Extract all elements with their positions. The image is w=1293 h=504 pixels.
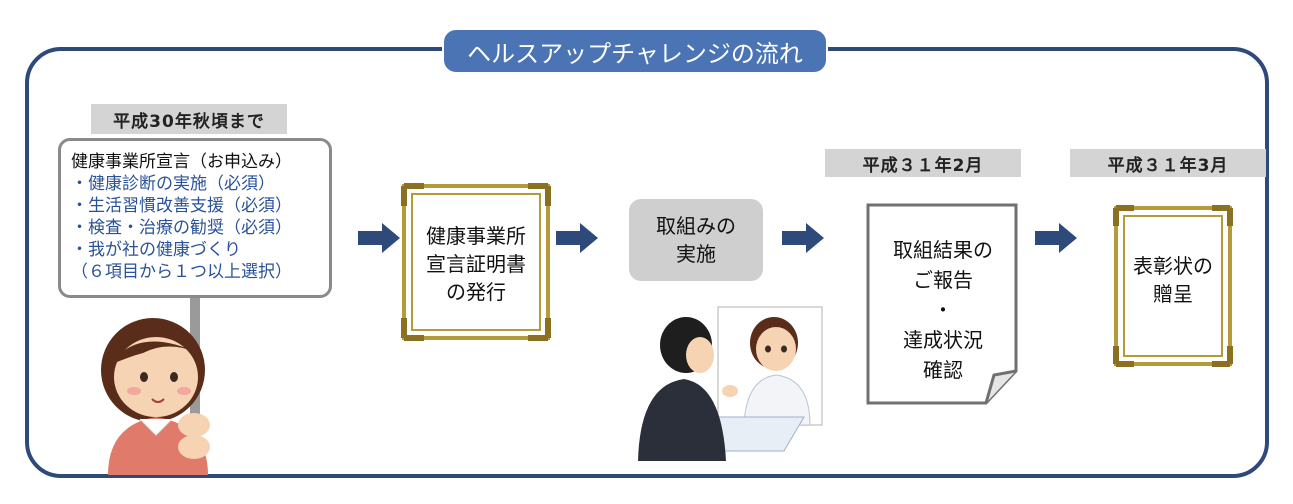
woman-face	[114, 337, 198, 417]
step1-sign-board: 健康事業所宣言（お申込み） ・健康診断の実施（必須） ・生活習慣改善支援（必須）…	[58, 138, 332, 298]
right-arrow-icon	[1035, 223, 1077, 253]
step3-line: 取組みの	[656, 214, 736, 238]
certificate-frame	[401, 183, 551, 341]
step4-text: 取組結果の ご報告 ・ 達成状況 確認	[870, 235, 1016, 385]
step3-line: 実施	[676, 242, 716, 266]
flow-title: ヘルスアップチャレンジの流れ	[442, 28, 828, 74]
right-arrow-icon	[556, 223, 598, 253]
step1-item: ・生活習慣改善支援（必須）	[71, 196, 292, 216]
step4-line: ご報告	[913, 268, 973, 292]
step4-line: ・	[933, 298, 953, 322]
step1-item: ・健康診断の実施（必須）	[71, 174, 275, 194]
step2-text: 健康事業所 宣言証明書 の発行	[410, 222, 542, 306]
report-document-icon	[866, 203, 1018, 405]
step3-box: 取組みの 実施	[629, 199, 763, 281]
step1-item: ・我が社の健康づくり	[71, 240, 241, 260]
step2-line: の発行	[446, 280, 506, 304]
step4-line: 取組結果の	[893, 238, 993, 262]
step2-line: 健康事業所	[426, 224, 526, 248]
step5-line: 贈呈	[1153, 282, 1193, 306]
step4-date-label: 平成３１年2月	[825, 149, 1021, 177]
step5-line: 表彰状の	[1133, 254, 1213, 278]
step5-text: 表彰状の 贈呈	[1112, 252, 1234, 308]
step1-item: ・検査・治療の勧奨（必須）	[71, 218, 292, 238]
step5-date-label: 平成３１年3月	[1070, 149, 1266, 177]
step4-line: 達成状況	[903, 328, 983, 352]
step1-heading: 健康事業所宣言（お申込み）	[71, 152, 292, 172]
step1-date-label: 平成30年秋頃まで	[91, 104, 287, 134]
step2-line: 宣言証明書	[426, 252, 526, 276]
right-arrow-icon	[358, 223, 400, 253]
woman-holding-sign-illustration	[101, 295, 210, 475]
step4-line: 確認	[923, 358, 963, 382]
health-consultation-illustration	[638, 306, 823, 461]
award-frame	[1113, 205, 1233, 367]
step1-note: （６項目から１つ以上選択）	[71, 262, 292, 282]
right-arrow-icon	[782, 223, 824, 253]
